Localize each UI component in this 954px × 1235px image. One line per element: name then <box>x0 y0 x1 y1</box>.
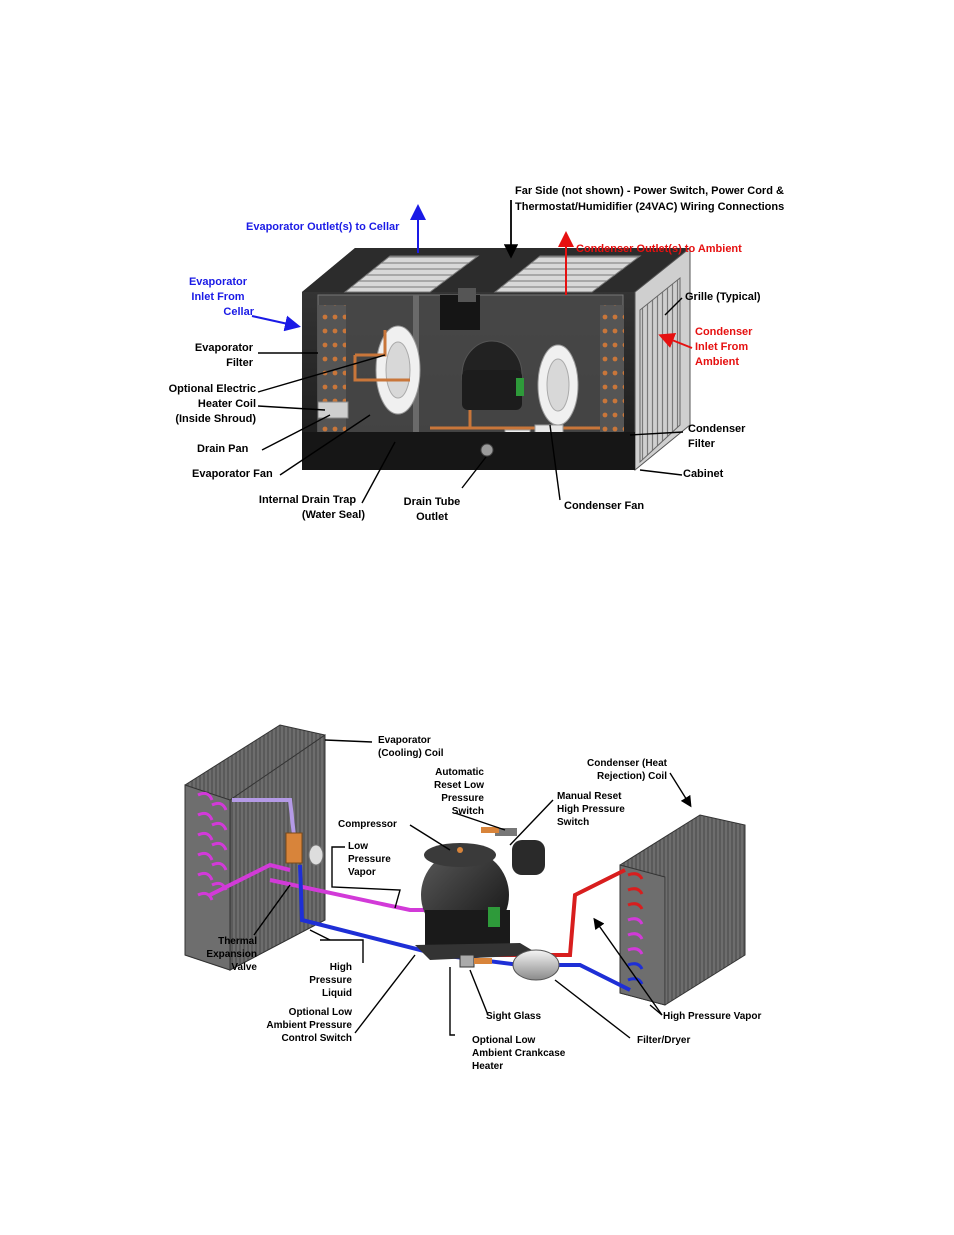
label-low-ambient-pressure-switch: Optional Low Ambient Pressure Control Sw… <box>225 1006 352 1045</box>
label-compressor: Compressor <box>338 819 397 830</box>
cooling-unit-cutaway-diagram: Evaporator Outlet(s) to Cellar Far Side … <box>0 170 954 540</box>
label-evaporator-inlet-line1: Evaporator <box>188 276 248 288</box>
label-txv-line2: Expansion <box>206 949 257 960</box>
label-cabinet: Cabinet <box>683 468 724 480</box>
label-auto-reset-line1: Automatic <box>435 767 484 778</box>
label-condenser-outlet: Condenser Outlet(s) to Ambient <box>576 243 742 255</box>
label-crankcase-line3: Heater <box>472 1061 504 1072</box>
label-filter-dryer: Filter/Dryer <box>637 1035 691 1046</box>
label-hpl-line1: High <box>329 962 352 973</box>
label-condenser-inlet-line3: Ambient <box>695 356 739 368</box>
label-drain-tube-outlet: Drain Tube Outlet <box>398 495 466 525</box>
label-manual-reset-line1: Manual Reset <box>557 791 622 802</box>
label-high-pressure-liquid: High Pressure Liquid <box>290 961 352 1000</box>
label-condenser-filter-line2: Filter <box>688 438 715 450</box>
label-drain-tube-line2: Outlet <box>416 511 448 523</box>
label-condenser-coil: Condenser (Heat Rejection) Coil <box>555 757 667 783</box>
label-auto-reset-line2: Reset Low <box>433 780 484 791</box>
label-heater-coil-line1: Optional Electric <box>168 383 256 395</box>
label-evaporator-outlet: Evaporator Outlet(s) to Cellar <box>246 221 400 233</box>
label-evaporator-coil-line1: Evaporator <box>378 735 431 746</box>
label-auto-reset-switch: Automatic Reset Low Pressure Switch <box>400 766 484 818</box>
label-crankcase-line1: Optional Low <box>472 1035 536 1046</box>
label-thermal-expansion-valve: Thermal Expansion Valve <box>185 935 257 974</box>
label-condenser-coil-line1: Condenser (Heat <box>586 758 667 769</box>
condenser-inlet-arrow <box>658 333 693 349</box>
label-far-side-line1: Far Side (not shown) - Power Switch, Pow… <box>515 185 784 197</box>
label-condenser-inlet: Condenser Inlet From Ambient <box>695 325 752 370</box>
refrigeration-cycle-diagram: Evaporator (Cooling) Coil Automatic Rese… <box>0 715 954 1080</box>
label-condenser-inlet-line2: Inlet From <box>695 341 749 353</box>
refrigeration-illustration <box>184 724 746 1039</box>
label-heater-coil-line3: (Inside Shroud) <box>175 413 256 425</box>
label-grille: Grille (Typical) <box>685 291 761 303</box>
label-crankcase-line2: Ambient Crankcase <box>472 1048 566 1059</box>
label-evaporator-fan: Evaporator Fan <box>192 468 273 480</box>
label-crankcase-heater: Optional Low Ambient Crankcase Heater <box>472 1034 565 1073</box>
label-evaporator-coil-line2: (Cooling) Coil <box>378 748 444 759</box>
label-txv-line1: Thermal <box>218 936 257 947</box>
label-high-pressure-vapor: High Pressure Vapor <box>663 1011 762 1022</box>
label-manual-reset-line3: Switch <box>557 817 590 828</box>
label-lpv-line3: Vapor <box>348 867 376 878</box>
label-condenser-inlet-line1: Condenser <box>695 326 753 338</box>
label-manual-reset-line2: High Pressure <box>557 804 625 815</box>
label-lpv-line1: Low <box>348 841 368 852</box>
label-lapcs-line3: Control Switch <box>281 1033 352 1044</box>
label-lapcs-line2: Ambient Pressure <box>266 1020 352 1031</box>
label-drain-trap: Internal Drain Trap (Water Seal) <box>250 493 365 523</box>
label-evaporator-filter-line1: Evaporator <box>194 342 253 354</box>
label-condenser-filter: Condenser Filter <box>688 422 745 452</box>
label-evaporator-coil: Evaporator (Cooling) Coil <box>378 734 444 760</box>
label-low-pressure-vapor: Low Pressure Vapor <box>348 840 391 879</box>
evaporator-inlet-arrow <box>251 315 301 332</box>
label-hpl-line3: Liquid <box>322 988 352 999</box>
label-far-side-line2: Thermostat/Humidifier (24VAC) Wiring Con… <box>515 201 785 213</box>
label-sight-glass: Sight Glass <box>486 1011 542 1022</box>
label-evaporator-inlet-line2: Inlet From <box>191 291 245 303</box>
label-evaporator-filter: Evaporator Filter <box>170 341 253 371</box>
label-evaporator-inlet-line3: Cellar <box>223 306 254 318</box>
label-lpv-line2: Pressure <box>348 854 391 865</box>
label-drain-tube-line1: Drain Tube <box>403 496 461 508</box>
label-drain-trap-line1: Internal Drain Trap <box>258 494 357 506</box>
label-condenser-fan: Condenser Fan <box>564 500 645 512</box>
cooling-unit-illustration <box>251 200 693 504</box>
label-heater-coil: Optional Electric Heater Coil (Inside Sh… <box>140 382 256 427</box>
label-auto-reset-line4: Switch <box>451 806 484 817</box>
label-evaporator-inlet: Evaporator Inlet From Cellar <box>182 275 254 320</box>
label-hpl-line2: Pressure <box>309 975 352 986</box>
label-auto-reset-line3: Pressure <box>441 793 484 804</box>
label-condenser-filter-line1: Condenser <box>688 423 746 435</box>
label-manual-reset-switch: Manual Reset High Pressure Switch <box>557 790 625 829</box>
label-txv-line3: Valve <box>231 962 257 973</box>
label-drain-trap-line2: (Water Seal) <box>301 509 365 521</box>
label-heater-coil-line2: Heater Coil <box>197 398 256 410</box>
label-lapcs-line1: Optional Low <box>288 1007 352 1018</box>
label-condenser-coil-line2: Rejection) Coil <box>596 771 667 782</box>
label-drain-pan: Drain Pan <box>197 443 249 455</box>
label-evaporator-filter-line2: Filter <box>226 357 253 369</box>
